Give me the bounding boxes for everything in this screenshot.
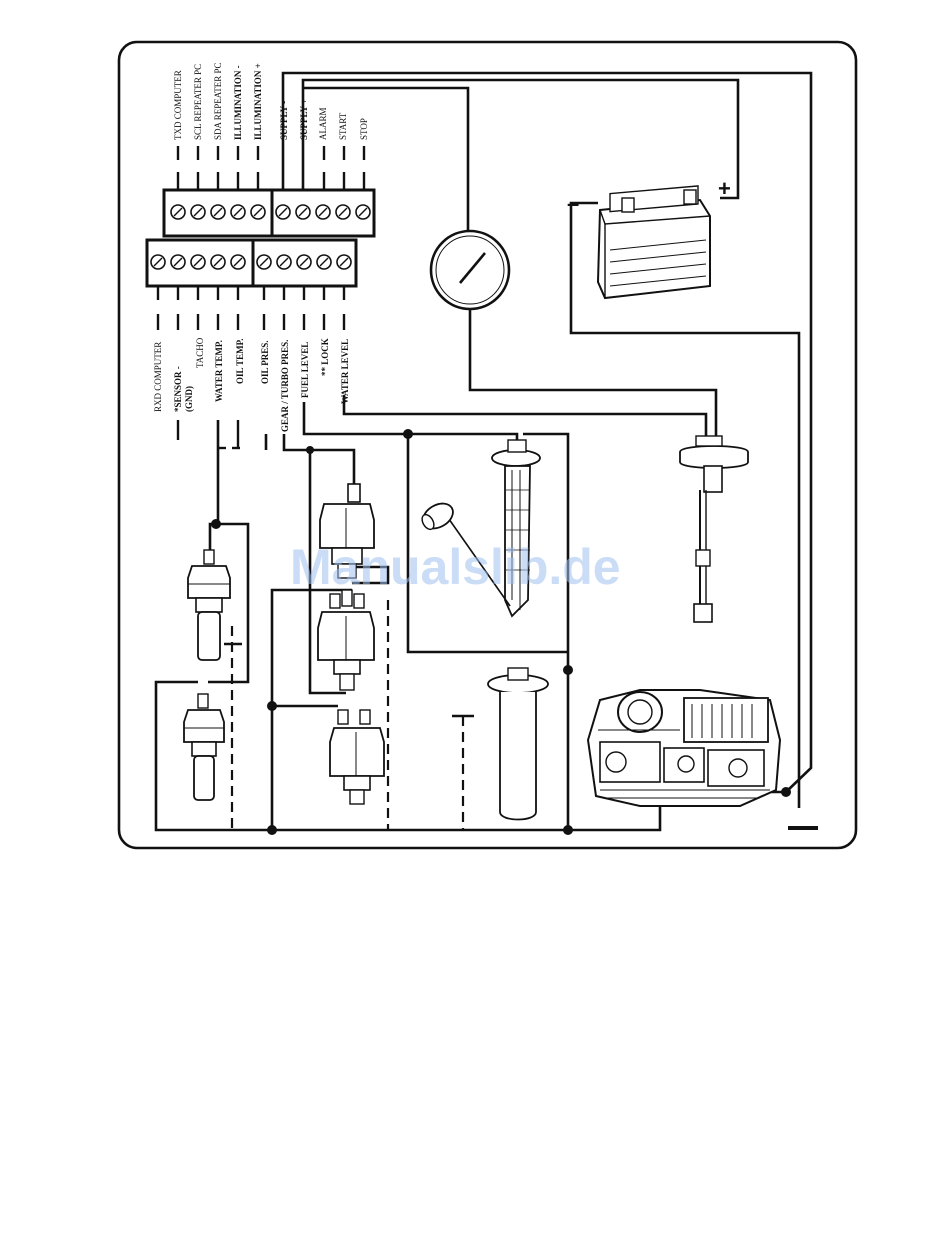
- label-lock: ** LOCK: [320, 338, 330, 376]
- label-sda-repeater: SDA REPEATER PC: [213, 62, 223, 140]
- label-illumination-minus: ILLUMINATION -: [233, 65, 243, 140]
- gauge: [431, 231, 509, 309]
- label-gear-turbo-pres: GEAR / TURBO PRES.: [280, 340, 290, 432]
- engine: [588, 690, 780, 806]
- label-illumination-plus: ILLUMINATION +: [253, 63, 263, 140]
- bottom-terminal-stubs: [158, 286, 344, 440]
- label-start: START: [338, 112, 348, 140]
- battery-plus-sign: +: [718, 176, 731, 201]
- label-sensor-minus: *SENSOR -: [173, 366, 183, 412]
- water-temp-sender: [188, 550, 230, 660]
- bottom-terminal-labels: RXD COMPUTER *SENSOR - (GND) TACHO WATER…: [153, 337, 350, 432]
- battery-minus-sign: –: [567, 191, 579, 216]
- battery: – +: [567, 176, 731, 298]
- bottom-terminal-block: [147, 240, 356, 286]
- label-alarm: ALARM: [318, 107, 328, 140]
- label-stop: STOP: [359, 118, 369, 140]
- label-water-level: WATER LEVEL: [340, 339, 350, 404]
- label-sensor-gnd: (GND): [184, 386, 194, 412]
- label-water-temp: WATER TEMP.: [214, 340, 224, 402]
- oil-temp-sender: [184, 694, 224, 800]
- label-oil-pres: OIL PRES.: [260, 340, 270, 384]
- label-rxd-computer: RXD COMPUTER: [153, 342, 163, 412]
- label-oil-temp: OIL TEMP.: [235, 338, 245, 384]
- oil-pressure-switch: [330, 710, 384, 804]
- oil-pressure-sender: [318, 590, 374, 690]
- watermark: Manualslib.de: [290, 539, 621, 595]
- top-terminal-block: [164, 190, 374, 236]
- fuel-tank-sender-tube: [488, 668, 548, 820]
- label-scl-repeater: SCL REPEATER PC: [193, 64, 203, 140]
- label-fuel-level: FUEL LEVEL: [300, 342, 310, 398]
- label-txd-computer: TXD COMPUTER: [173, 70, 183, 140]
- top-terminal-stubs: [178, 146, 364, 190]
- water-level-sender: [680, 436, 748, 622]
- label-tacho: TACHO: [195, 337, 205, 368]
